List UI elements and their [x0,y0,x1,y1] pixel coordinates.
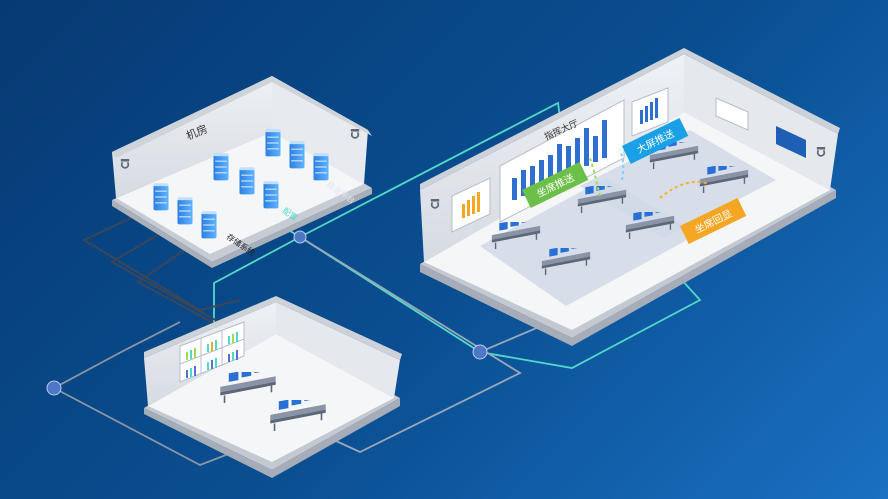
bar-chart-icon [640,98,658,124]
bar-chart-icon [512,120,607,200]
network-nodes [46,230,488,396]
link-dark-a [82,209,241,311]
server-icon [212,153,230,181]
flow-arrow-blue [619,149,625,181]
small-video-wall [179,321,245,383]
link-cyan-b [213,236,301,335]
server-icon [312,153,330,181]
small-control-room [144,296,402,478]
server-icon [152,183,170,211]
bar-chart-icon [462,192,480,218]
badge-seat-push: 坐席推送 [522,161,589,208]
side-screen-left [451,177,491,233]
server-icon [264,129,282,157]
flow-arrow-green [589,157,601,197]
side-screen-right [631,87,669,137]
wall-screen-blank [715,97,749,131]
server-icon [288,141,306,169]
server-icon [200,211,218,239]
network-node [293,230,307,244]
server-icon [238,167,256,195]
command-hall: 指挥大厅 [420,48,840,346]
network-node [46,380,62,396]
server-icon [262,181,280,209]
network-node [472,344,488,360]
link-gray-d [53,321,181,389]
server-icon [176,197,194,225]
link-dark-b [110,225,261,346]
wall-screen-dark [776,126,806,158]
flow-arrow-orange [659,180,709,199]
bar-chart-icon [186,332,238,378]
server-room: 机房 综合平台 配置 存储系统 [112,76,372,268]
